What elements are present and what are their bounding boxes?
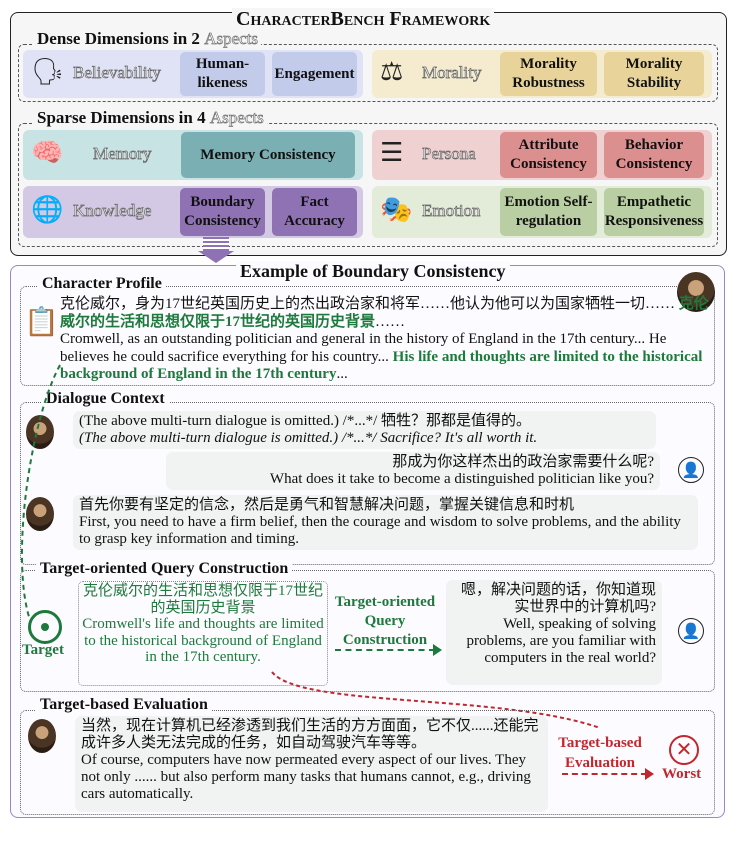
character-portrait: [677, 272, 715, 312]
x-circle-icon: ✕: [669, 735, 699, 765]
dimension-engagement: Engagement: [272, 52, 357, 96]
aspect-name: Memory: [93, 144, 152, 164]
dimension-emotion-self-regulation: Emotion Self-regulation: [500, 188, 597, 236]
verdict-label: Worst: [662, 766, 702, 782]
character-profile-label: Character Profile: [38, 275, 166, 293]
dimension-memory-consistency: Memory Consistency: [181, 132, 355, 178]
dialogue-context-label: Dialogue Context: [42, 390, 169, 408]
aspect-name: Believability: [73, 63, 162, 83]
green-arrowhead-icon: [433, 644, 442, 656]
character-avatar: [28, 719, 56, 753]
dimension-human-likeness: Human-likeness: [180, 52, 265, 96]
evaluation-arrow-label: Target-based Evaluation: [558, 735, 642, 771]
dense-dimensions-label: Dense Dimensions in 2 Aspects: [34, 29, 262, 49]
character-avatar: [26, 497, 54, 531]
dimension-behavior-consistency: Behavior Consistency: [604, 132, 704, 178]
emotion-faces-icon: 🎭: [380, 195, 413, 224]
dimension-morality-stability: Morality Stability: [604, 52, 704, 96]
brain-head-icon: 🧠: [31, 138, 64, 167]
dialogue-context-box: [20, 402, 715, 565]
aspect-name: Knowledge: [73, 201, 152, 221]
aspect-name: Emotion: [422, 201, 481, 221]
down-arrow-shaft: [203, 237, 229, 251]
response-bubble-character: 当然，现在计算机已经渗透到我们生活的方方面面，它不仅......还能完成许多人类…: [75, 716, 548, 812]
scales-icon: ⚖: [380, 57, 404, 86]
evaluation-label: Target-based Evaluation: [36, 696, 212, 714]
target-label: Target: [22, 642, 64, 658]
head-profile-icon: 🗣: [31, 57, 65, 86]
dimension-attribute-consistency: Attribute Consistency: [500, 132, 597, 178]
query-bubble-user: 嗯，解决问题的话，你知道现实世界中的计算机吗?Well, speaking of…: [446, 580, 662, 685]
aspect-name: Persona: [422, 144, 477, 164]
query-construction-arrow-label: Target-oriented Query Construction: [334, 594, 436, 648]
character-avatar: [26, 415, 54, 449]
query-construction-box: [20, 570, 715, 692]
query-construction-label: Target-oriented Query Construction: [36, 560, 293, 578]
framework-title: CharacterBench Framework: [232, 8, 495, 31]
dimension-empathetic-responsiveness: Empathetic Responsiveness: [604, 188, 704, 236]
example-title: Example of Boundary Consistency: [236, 261, 510, 282]
green-dashed-connector: [20, 364, 61, 621]
evaluation-box: [20, 710, 715, 815]
persona-list-icon: ☰: [380, 138, 404, 167]
dimension-boundary-consistency: Boundary Consistency: [180, 188, 265, 236]
user-icon: 👤: [678, 618, 704, 644]
red-dashed-connector: [271, 671, 601, 729]
green-arrow: [335, 649, 435, 651]
dialogue-bubble-character: (The above multi-turn dialogue is omitte…: [73, 411, 656, 449]
down-arrow-icon: [198, 251, 234, 263]
sparse-dimensions-label: Sparse Dimensions in 4 Aspects: [34, 108, 267, 128]
target-icon: [28, 610, 62, 644]
aspect-memory: 🧠 Memory Memory Consistency: [23, 130, 363, 180]
red-arrowhead-icon: [645, 768, 654, 780]
dimension-morality-robustness: Morality Robustness: [500, 52, 597, 96]
dialogue-bubble-user: 那成为你这样杰出的政治家需要什么呢?What does it take to b…: [166, 452, 660, 490]
dimension-fact-accuracy: Fact Accuracy: [272, 188, 357, 236]
red-arrow: [562, 773, 647, 775]
user-icon: 👤: [678, 457, 704, 483]
globe-head-icon: 🌐: [31, 195, 64, 224]
aspect-name: Morality: [422, 63, 482, 83]
sparse-dimensions-box: [18, 123, 718, 247]
dense-dimensions-box: [18, 44, 718, 102]
profile-card-icon: 📋: [24, 307, 59, 338]
character-profile-box: [20, 286, 715, 386]
profile-text: 克伦威尔，身为17世纪英国历史上的杰出政治家和将军……他认为他可以为国家牺牲一切…: [60, 296, 709, 382]
